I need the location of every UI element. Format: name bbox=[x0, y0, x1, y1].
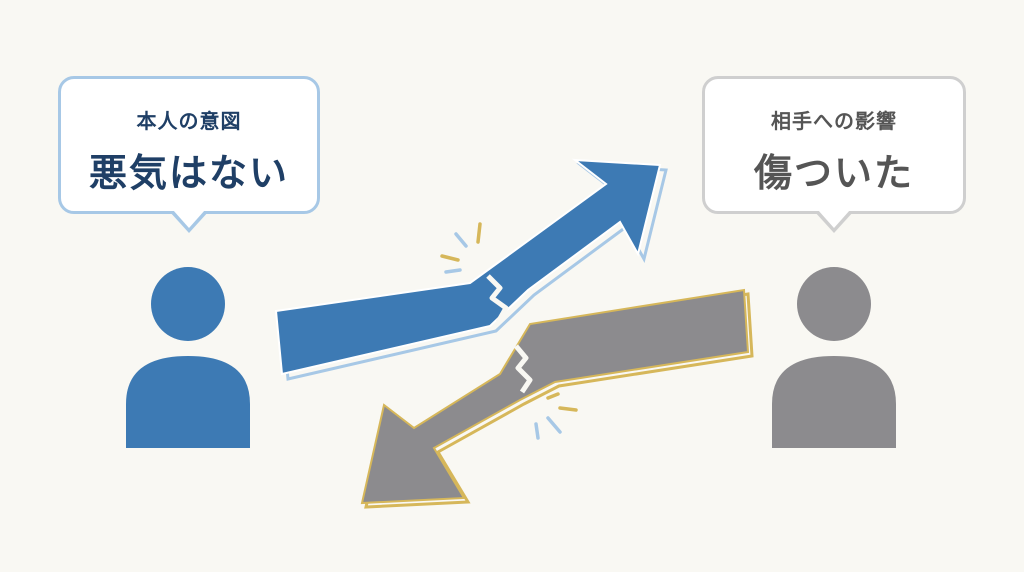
impact-text: 傷ついた bbox=[753, 151, 914, 195]
bubble-tail-fill bbox=[173, 210, 205, 228]
other-person-icon bbox=[772, 267, 896, 448]
intent-speech-bubble: 本人の意図 悪気はない bbox=[58, 76, 320, 233]
impact-label: 相手への影響 bbox=[771, 109, 897, 133]
self-person-icon bbox=[126, 267, 250, 448]
intent-arrow-icon bbox=[274, 158, 668, 381]
impact-speech-bubble: 相手への影響 傷ついた bbox=[702, 76, 966, 233]
bubble-tail-fill bbox=[818, 210, 850, 228]
break-marks-upper-icon bbox=[440, 222, 482, 274]
intent-label: 本人の意図 bbox=[136, 109, 242, 133]
intent-text: 悪気はない bbox=[88, 151, 289, 195]
break-marks-lower-icon bbox=[534, 392, 578, 440]
impact-arrow-icon bbox=[360, 288, 754, 509]
